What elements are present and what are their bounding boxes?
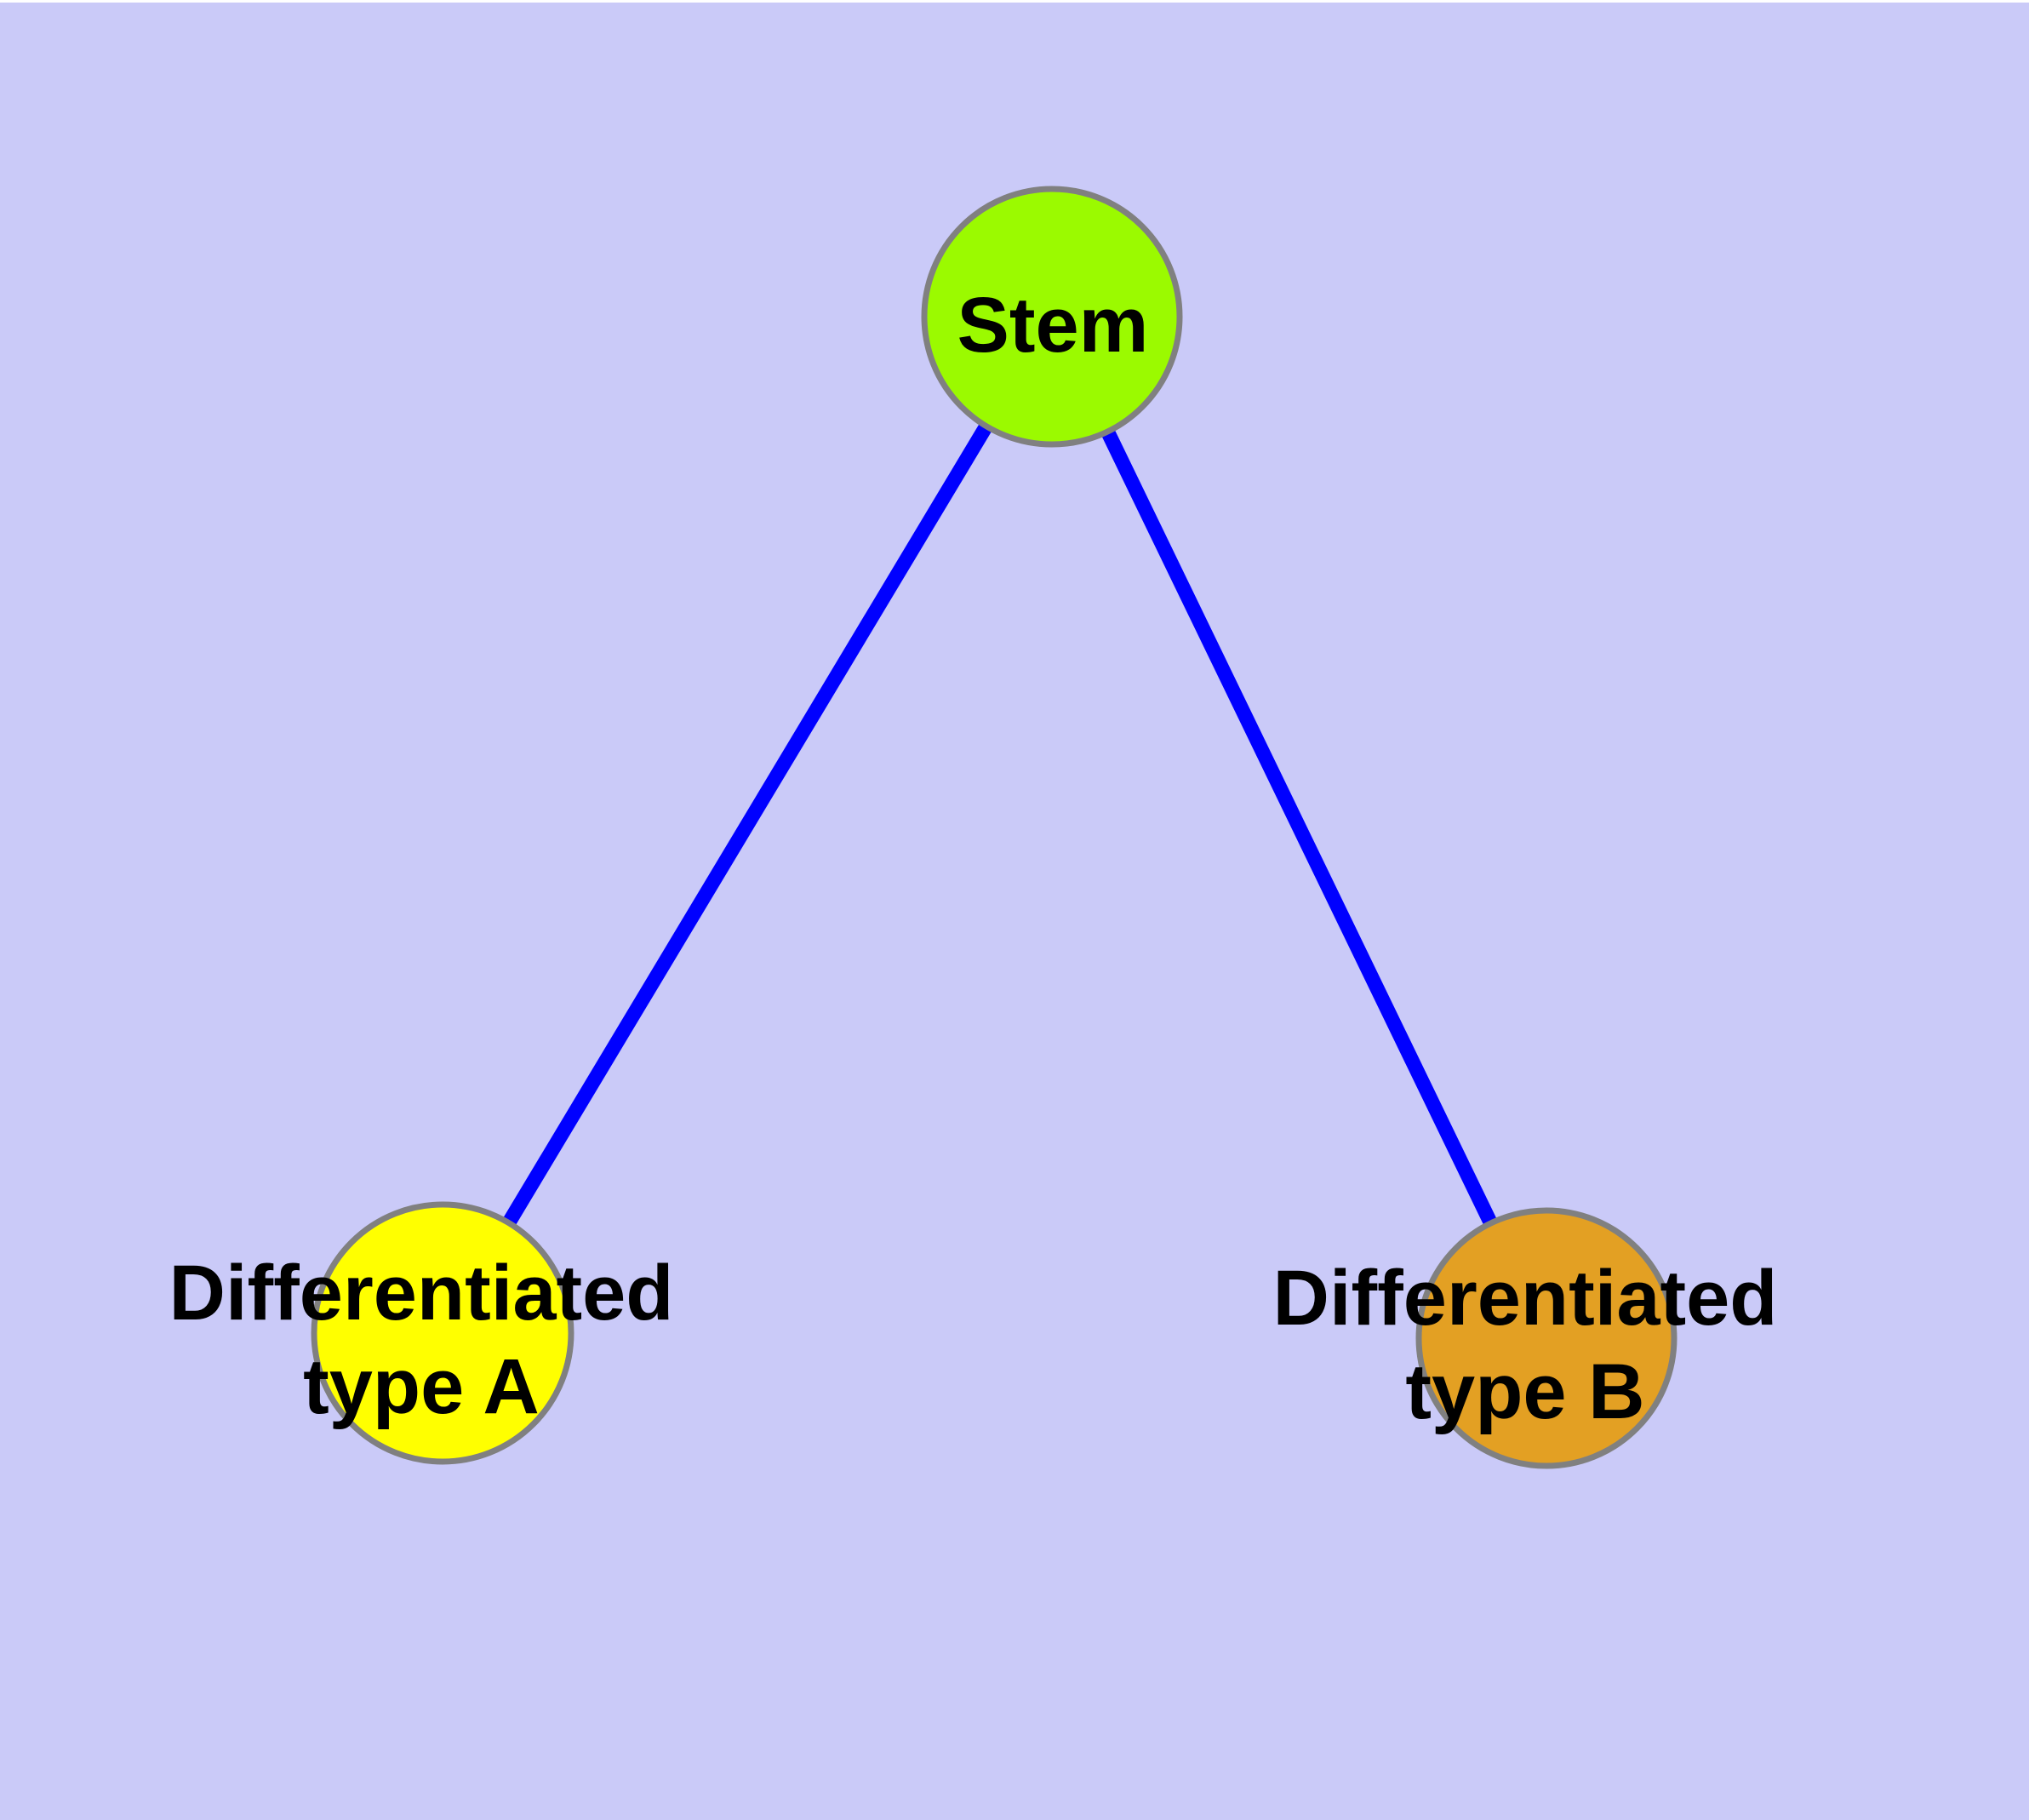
top-border-strip (0, 0, 2029, 3)
node-type-b-label-line1: Differentiated (1273, 1255, 1778, 1342)
edge-stem-to-type-b (1045, 313, 1553, 1342)
node-type-b-circle (1415, 1207, 1677, 1469)
node-type-a-circle (311, 1201, 574, 1465)
node-type-a-label-line1: Differentiated (169, 1250, 674, 1336)
node-type-b-label-line2: type B (1405, 1348, 1644, 1435)
node-type-a-label-line2: type A (303, 1343, 540, 1430)
node-stem-circle (921, 186, 1183, 448)
edge-stem-to-type-a (436, 312, 1059, 1337)
node-stem-label: Stem (957, 282, 1149, 369)
